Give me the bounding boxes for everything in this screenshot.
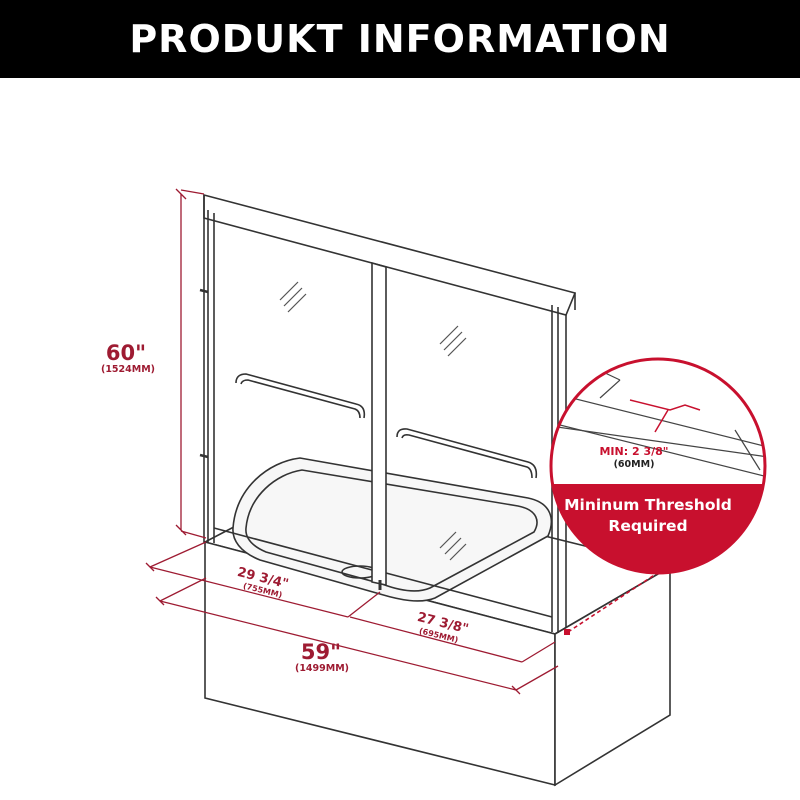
page-title: PRODUKT INFORMATION: [129, 17, 671, 61]
height-value: 60": [106, 341, 146, 365]
dimension-lines: [145, 188, 559, 695]
header-banner: PRODUKT INFORMATION: [0, 0, 800, 78]
min-threshold-metric: (60MM): [614, 459, 655, 470]
callout-leader: [567, 565, 669, 633]
height-metric: (1524MM): [101, 364, 155, 375]
glass-reflection-marks: [279, 281, 467, 561]
towel-bar-left: [235, 373, 366, 419]
shower-door-frame: [199, 193, 577, 633]
towel-bar-right: [396, 428, 538, 479]
total-width-value: 59": [301, 640, 341, 664]
threshold-marker: [564, 629, 570, 635]
min-threshold-value: MIN: 2 3/8": [599, 445, 668, 458]
threshold-label-line1: Mininum Threshold: [564, 496, 732, 514]
total-width-metric: (1499MM): [295, 663, 349, 674]
threshold-label-line2: Required: [608, 517, 687, 535]
